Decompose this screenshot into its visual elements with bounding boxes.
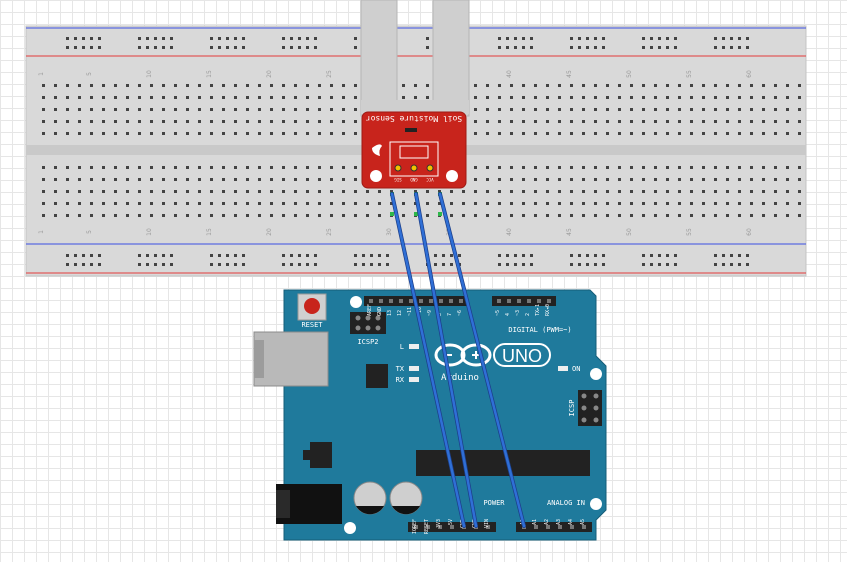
sensor-pin-gnd: GND xyxy=(410,177,418,182)
pin-label: TX▸1 xyxy=(535,304,541,316)
arduino-uno-board: RESET ICSP2 L TX RX ON UN xyxy=(253,289,607,541)
column-number: 50 xyxy=(626,70,633,78)
pin-label: A3 xyxy=(556,519,562,525)
pin-label: RESET xyxy=(424,519,430,534)
wire-vcc xyxy=(438,192,526,528)
digital-label: DIGITAL (PWM=~) xyxy=(508,326,571,334)
sensor-title: Soil Moisture Sensor xyxy=(366,114,463,123)
led-tx-label: TX xyxy=(396,365,405,373)
column-number: 5 xyxy=(86,72,93,76)
column-number: 5 xyxy=(86,230,93,234)
pin-label: VIN xyxy=(484,519,490,528)
sensor-chip xyxy=(405,128,417,132)
pin-label: A4 xyxy=(568,519,574,525)
wire-sig xyxy=(390,192,466,528)
pin-label: GND xyxy=(377,307,383,316)
mount-hole-1 xyxy=(350,296,362,308)
led-l-label: L xyxy=(400,343,404,351)
pin-label: ~5 xyxy=(495,310,501,316)
led-l xyxy=(409,344,419,349)
pin-label: A1 xyxy=(532,519,538,525)
column-number: 40 xyxy=(506,70,513,78)
digital-header: AREF GND 13 12 ~11 ~10 ~9 8 7 ~6 ~5 4 ~3 2 TX▸1 RX◂0 xyxy=(364,296,556,316)
pin-label: A2 xyxy=(544,519,550,525)
led-on xyxy=(558,366,568,371)
mount-hole-2 xyxy=(590,368,602,380)
column-number: 20 xyxy=(266,228,273,236)
column-number: 55 xyxy=(686,70,693,78)
pin-label: 4 xyxy=(505,313,511,316)
sensor-mount-hole-right xyxy=(446,170,458,182)
column-number: 40 xyxy=(506,228,513,236)
power-label: POWER xyxy=(483,499,505,507)
pin-label: IOREF xyxy=(412,519,418,534)
column-number: 1 xyxy=(38,72,45,76)
pin-label: 5V xyxy=(448,519,454,525)
column-number: 45 xyxy=(566,228,573,236)
column-number: 60 xyxy=(746,228,753,236)
water-drop-logo-icon xyxy=(372,144,382,156)
column-number: 10 xyxy=(146,228,153,236)
terminal-strip-top xyxy=(42,84,801,135)
led-on-label: ON xyxy=(572,365,580,373)
reset-button-cap xyxy=(304,298,320,314)
icsp-label: ICSP xyxy=(568,400,576,417)
pin-label: 2 xyxy=(525,313,531,316)
reset-label: RESET xyxy=(301,321,323,329)
pin-label: ~11 xyxy=(407,307,413,316)
arduino-logo-icon xyxy=(434,343,492,367)
sensor-pin-sig: SIG xyxy=(394,177,402,182)
column-number: 60 xyxy=(746,70,753,78)
mount-hole-4 xyxy=(344,522,356,534)
pin-label: 12 xyxy=(397,310,403,316)
sensor-mount-hole-left xyxy=(370,170,382,182)
pin-label: ~3 xyxy=(515,310,521,316)
pin-label: ~6 xyxy=(457,310,463,316)
column-number: 1 xyxy=(38,230,45,234)
uno-badge xyxy=(493,343,551,367)
bottom-rail-holes xyxy=(66,254,749,266)
brand-label: Arduino xyxy=(441,373,479,383)
column-number: 25 xyxy=(326,70,333,78)
led-rx-label: RX xyxy=(396,376,405,384)
wires xyxy=(390,192,526,528)
pin-label: 3V3 xyxy=(436,519,442,528)
pin-label: ~9 xyxy=(427,310,433,316)
pin-label: 7 xyxy=(447,313,453,316)
analog-label: ANALOG IN xyxy=(547,499,585,507)
mount-hole-3 xyxy=(590,498,602,510)
column-number: 30 xyxy=(386,228,393,236)
pin-label: ~10 xyxy=(417,307,423,316)
pin-label: 8 xyxy=(437,313,443,316)
icsp-header xyxy=(578,390,602,426)
column-number: 10 xyxy=(146,70,153,78)
column-number: 15 xyxy=(206,70,213,78)
icsp2-label: ICSP2 xyxy=(357,338,378,346)
icsp2-header xyxy=(350,312,386,334)
pin-label: AREF xyxy=(367,304,373,316)
led-rx xyxy=(409,377,419,382)
pin-label: A5 xyxy=(580,519,586,525)
model-label: UNO xyxy=(502,346,542,366)
column-number: 45 xyxy=(566,70,573,78)
atmega-chip xyxy=(416,450,590,476)
voltage-regulator xyxy=(310,442,332,468)
column-number: 15 xyxy=(206,228,213,236)
pin-label: 13 xyxy=(387,310,393,316)
soil-moisture-sensor: Soil Moisture Sensor SIG GND VCC xyxy=(361,111,467,216)
column-number: 55 xyxy=(686,228,693,236)
column-number: 50 xyxy=(626,228,633,236)
sensor-pin-vcc: VCC xyxy=(426,177,434,182)
usb-chip xyxy=(366,364,388,388)
usb-connector xyxy=(253,331,329,387)
pin-label: RX◂0 xyxy=(545,304,551,316)
sensor-probes xyxy=(360,0,470,117)
led-tx xyxy=(409,366,419,371)
wire-gnd xyxy=(414,192,478,528)
column-number: 25 xyxy=(326,228,333,236)
column-number: 20 xyxy=(266,70,273,78)
